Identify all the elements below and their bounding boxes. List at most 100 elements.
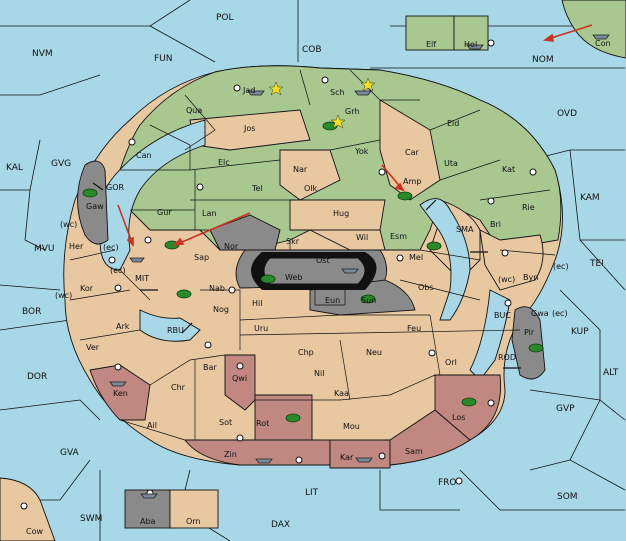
label-sap: Sap [194, 253, 209, 262]
region-qwi[interactable] [224, 354, 256, 411]
label-tel: Tel [251, 184, 263, 193]
label-nor: Nor [224, 242, 239, 251]
label-ost: Ost [316, 256, 330, 265]
label-chr: Chr [171, 383, 186, 392]
label-gva: GVA [60, 448, 80, 458]
label-pir: Pir [524, 328, 535, 337]
coast-wc-byn: (wc) [498, 275, 515, 284]
label-alt: ALT [603, 368, 619, 378]
label-kal: KAL [6, 163, 23, 173]
label-obs: Obs [418, 283, 434, 292]
land-borders [69, 69, 556, 441]
sea-rbu [139, 309, 201, 342]
supply-centers [20, 39, 537, 510]
label-mvu: MVU [34, 244, 55, 254]
region-gaw[interactable] [77, 160, 109, 245]
fleets [109, 34, 610, 499]
region-ken[interactable] [89, 364, 151, 421]
label-nar: Nar [293, 165, 308, 174]
label-kor: Kor [80, 284, 94, 293]
region-orn[interactable] [169, 489, 219, 529]
label-lit: LIT [305, 488, 319, 498]
region-kar[interactable] [329, 439, 391, 469]
label-dax: DAX [271, 520, 290, 530]
label-neu: Neu [366, 348, 382, 357]
label-bri: Bri [490, 220, 501, 229]
label-cob: COB [302, 45, 322, 55]
label-uru: Uru [254, 324, 268, 333]
sea-labels: POL NVM FUN COB NOM OVD KAL GVG KAM MVU … [6, 13, 619, 530]
label-olk: Olk [304, 184, 318, 193]
label-nab: Nab [209, 284, 225, 293]
label-con: Con [595, 39, 611, 48]
label-kat: Kat [502, 165, 515, 174]
region-pir[interactable] [511, 306, 546, 380]
label-car: Car [405, 148, 419, 157]
label-her: Her [69, 242, 84, 251]
label-qwi: Qwi [232, 374, 247, 383]
label-gor: GOR [106, 183, 124, 192]
label-hil: Hil [252, 299, 262, 308]
label-sch: Sch [330, 88, 345, 97]
region-rot[interactable] [254, 394, 313, 441]
label-som: SOM [557, 492, 578, 502]
label-nog: Nog [213, 305, 229, 314]
label-mit: MIT [135, 274, 149, 283]
label-sun: Sun [361, 296, 376, 305]
label-yok: Yok [354, 147, 369, 156]
region-los[interactable] [434, 374, 502, 441]
label-los: Los [452, 413, 465, 422]
coast-labels: (wc) (ec) (ec) (wc) (wc) (ec) (ec) [55, 220, 569, 318]
region-wil[interactable] [309, 229, 386, 251]
label-sma: SMA [456, 225, 474, 234]
label-grh: Grh [345, 107, 359, 116]
label-nvm: NVM [32, 49, 53, 59]
label-elc: Elc [218, 158, 230, 167]
label-buc: BUC [494, 311, 511, 320]
label-fro: FRO [438, 478, 457, 488]
region-nar-olk[interactable] [279, 149, 341, 201]
sea-sma [419, 198, 471, 321]
label-ken: Ken [113, 389, 128, 398]
label-ark: Ark [116, 322, 130, 331]
label-zin: Zin [224, 450, 237, 459]
label-hel: Hel [464, 40, 477, 49]
label-qua: Qua [186, 106, 202, 115]
label-rie: Rie [522, 203, 535, 212]
label-mel: Mel [409, 253, 423, 262]
label-web: Web [285, 273, 302, 282]
label-aba: Aba [140, 517, 156, 526]
label-fun: FUN [154, 54, 173, 64]
label-rot: Rot [256, 419, 269, 428]
label-can: Can [136, 151, 152, 160]
label-bar: Bar [203, 363, 217, 372]
region-byn[interactable] [479, 229, 544, 291]
label-ver: Ver [86, 343, 100, 352]
region-zin[interactable] [184, 439, 331, 466]
label-skr: Skr [286, 237, 300, 246]
region-hel[interactable] [453, 15, 489, 51]
label-jad: Jad [242, 86, 255, 95]
label-sot: Sot [219, 418, 232, 427]
region-web-ost-inner [263, 257, 366, 285]
label-mou: Mou [343, 422, 360, 431]
label-kup: KUP [571, 327, 589, 337]
label-kaa: Kaa [334, 389, 349, 398]
label-swm: SWM [80, 514, 102, 524]
coast-ec-kor: (ec) [110, 266, 126, 275]
label-hug: Hug [333, 209, 349, 218]
label-dor: DOR [27, 372, 47, 382]
label-rbu: RBU [167, 326, 184, 335]
label-cow: Cow [26, 527, 43, 536]
label-eld: Eld [447, 119, 459, 128]
label-sam: Sam [405, 447, 423, 456]
region-cow[interactable] [0, 477, 56, 541]
label-tei: TEI [589, 259, 604, 269]
label-ovd: OVD [557, 109, 577, 119]
label-eun: Eun [325, 296, 340, 305]
coast-ec-byn: (ec) [553, 262, 569, 271]
sea-mit-gor [96, 119, 206, 271]
label-gur: Gur [157, 208, 172, 217]
label-ail: Ail [147, 421, 157, 430]
